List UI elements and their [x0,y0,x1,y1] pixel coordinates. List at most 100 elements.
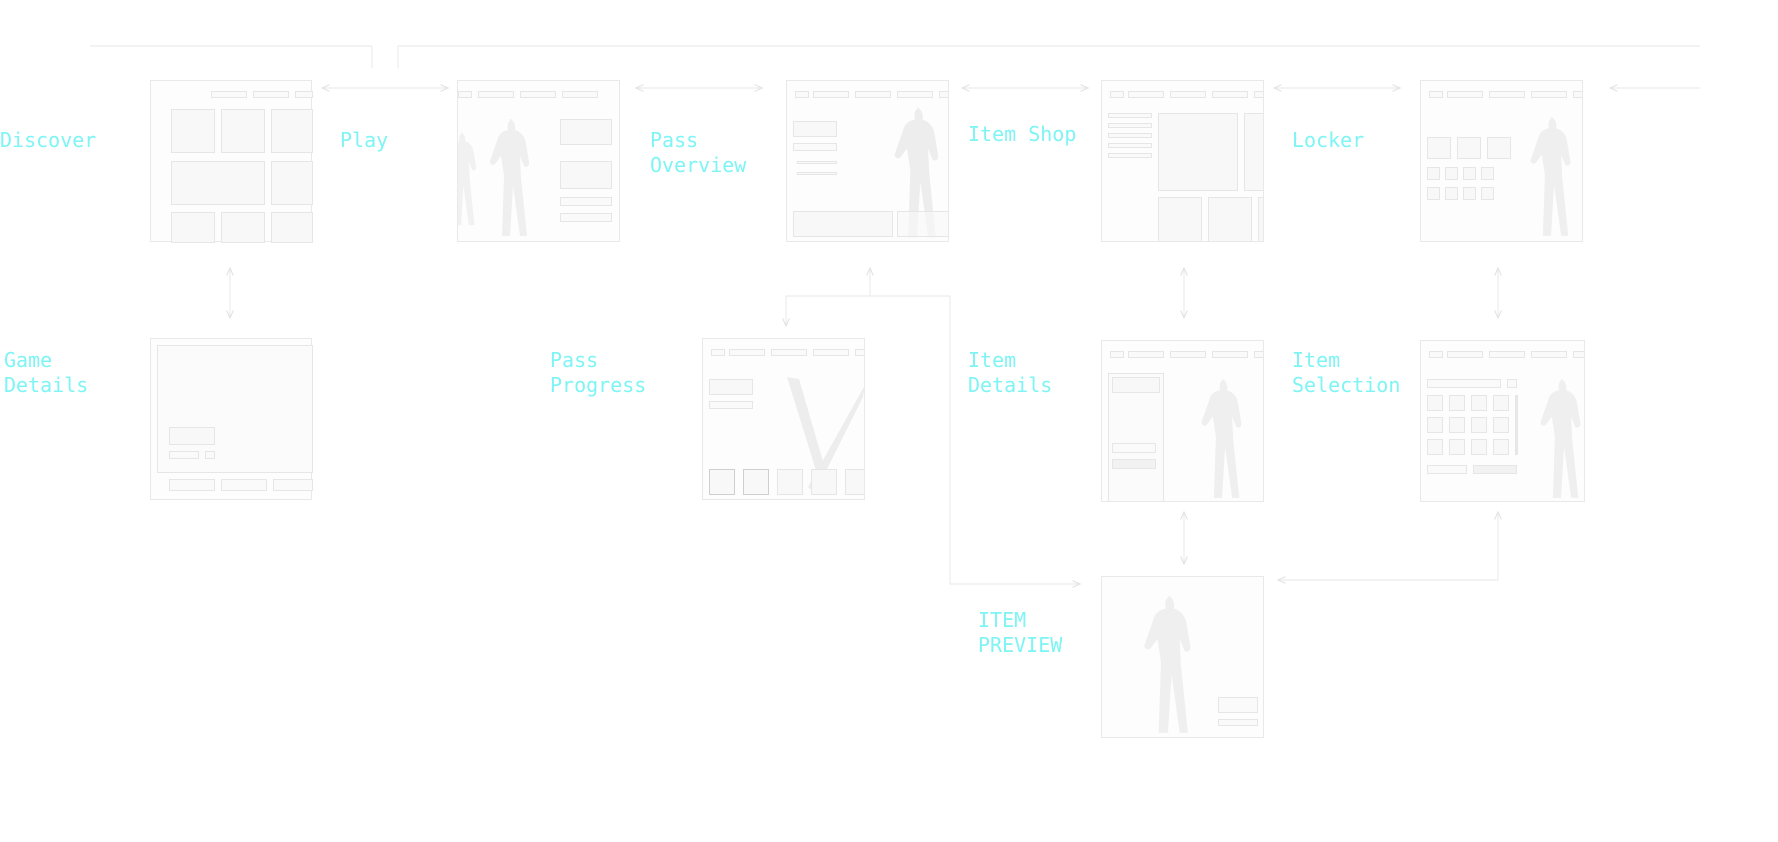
nav-bar [1170,351,1206,358]
category-item [1108,143,1152,148]
thumb-row [221,479,267,491]
grid-slot [1493,439,1509,455]
info-button [1112,459,1156,469]
label-item-details: Item Details [968,348,1053,397]
screen-thumb-item-details[interactable] [1101,340,1264,502]
nav-bar [1429,351,1443,358]
screen-thumb-discover[interactable] [150,80,313,243]
grid-slot [1493,417,1509,433]
search-bar [1427,379,1501,388]
screen-thumb-game-details[interactable] [150,338,313,500]
character-silhouette-icon [1530,117,1571,236]
nav-bar [1489,351,1525,358]
crossed-swords-icon [787,377,864,493]
tile [1158,197,1202,241]
button-bar [560,197,612,206]
nav-bar [939,91,948,98]
nav-bar [478,91,514,98]
label-discover: Discover [0,128,97,152]
label-item-preview: ITEM PREVIEW [978,608,1063,657]
character-silhouette-icon [489,119,530,236]
character-silhouette-icon [1144,595,1191,733]
category-item [1108,123,1152,128]
info-panel [1108,373,1164,501]
slot-small [1427,187,1440,200]
nav-bar [1489,91,1525,98]
nav-bar [1110,91,1124,98]
nav-bar [1212,351,1248,358]
thumb-row [169,479,215,491]
scrollbar [1515,395,1518,455]
reward-slot [845,469,864,495]
grid-slot [1427,395,1443,411]
grid-slot [1471,395,1487,411]
nav-bar [1573,351,1584,358]
nav-bar [562,91,598,98]
screen-thumb-play[interactable] [457,80,620,242]
nav-bar [1447,351,1483,358]
label-play: Play [340,128,389,152]
progress-bar [797,161,837,164]
category-item [1108,133,1152,138]
screen-thumb-item-selection[interactable] [1420,340,1585,502]
nav-bar [711,349,725,356]
nav-bar [1128,91,1164,98]
panel [560,119,612,145]
nav-bar [855,91,891,98]
reward-slot [777,469,803,495]
screen-thumb-pass-overview[interactable] [786,80,949,242]
tile [271,212,313,243]
tile [1244,113,1263,191]
button-bar [560,213,612,222]
screen-thumb-locker[interactable] [1420,80,1583,242]
character-silhouette-icon [1540,379,1581,498]
nav-bar [520,91,556,98]
reward-track [793,211,893,237]
detail-info [169,427,215,445]
grid-slot [1449,395,1465,411]
slot-small [1445,167,1458,180]
label-game-details: Game Details [4,348,89,397]
nav-bar [855,349,864,356]
slot-small [1427,167,1440,180]
nav-bar [458,91,472,98]
sub-bar [709,401,753,409]
nav-bar [1531,351,1567,358]
slot [1487,137,1511,159]
sub-bar [793,143,837,151]
title-block [709,379,753,395]
grid-slot [1471,417,1487,433]
tile [271,161,313,205]
nav-bar [295,91,313,98]
preview-button [1218,719,1258,726]
panel [560,161,612,189]
tile [171,109,215,153]
screen-thumb-item-shop[interactable] [1101,80,1264,242]
action-button [1427,465,1467,474]
slot-small [1481,167,1494,180]
slot-small [1445,187,1458,200]
screen-thumb-item-preview[interactable] [1101,576,1264,738]
grid-slot [1427,417,1443,433]
progress-bar [797,172,837,175]
slot [1427,137,1451,159]
nav-bar [771,349,807,356]
screen-thumb-pass-progress[interactable] [702,338,865,500]
tile [1208,197,1252,241]
tile [1258,197,1263,241]
detail-button [169,451,199,459]
nav-bar [1170,91,1206,98]
featured-tile [1158,113,1238,191]
slot [1457,137,1481,159]
tile [171,212,215,243]
character-silhouette-icon [894,107,939,238]
label-item-shop: Item Shop [968,122,1077,146]
nav-bar [813,349,849,356]
reward-slot [709,469,735,495]
nav-bar [1531,91,1567,98]
nav-bar [897,91,933,98]
connector-branch-item-preview [870,295,1080,584]
action-button [1473,465,1517,474]
reward-track [897,211,948,237]
